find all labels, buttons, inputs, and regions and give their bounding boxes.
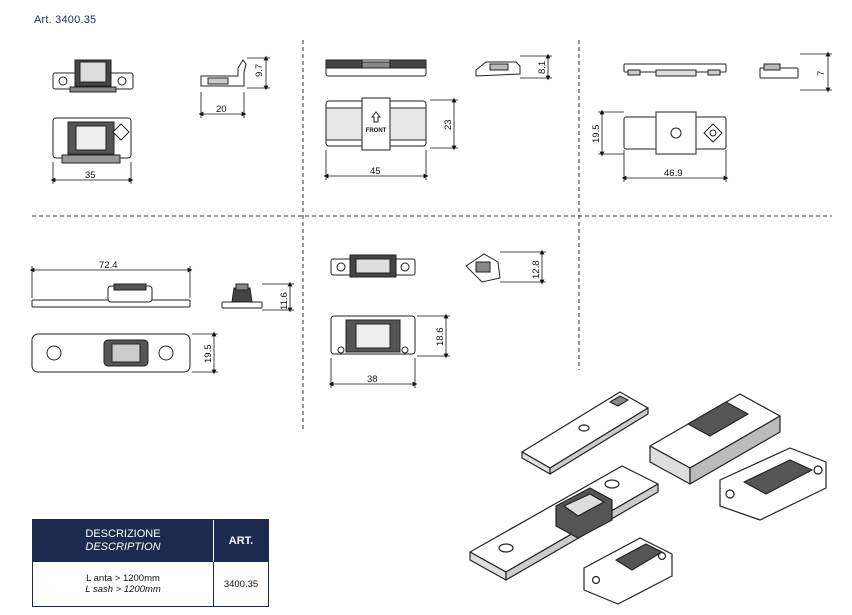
dim-p3-depth: 19.5 <box>591 125 602 144</box>
dim-p2-height: 8.1 <box>537 61 548 74</box>
header-description: DESCRIZIONE DESCRIPTION <box>33 520 214 562</box>
part-3-front-view <box>623 63 727 77</box>
part-4-top-view <box>31 333 191 373</box>
dim-p4-height: 11.6 <box>279 292 290 310</box>
dim-p5-height: 12.8 <box>531 261 542 280</box>
dim-p3-height: 7 <box>816 71 827 76</box>
part-1-top-view <box>52 117 132 164</box>
isometric-assembly-view <box>469 391 827 605</box>
row-description-it: L anta > 1200mm <box>86 573 160 584</box>
part-1-side-view <box>200 59 247 87</box>
header-description-en: DESCRIPTION <box>85 541 161 553</box>
dim-p3-width: 46.9 <box>664 168 683 179</box>
dim-p1-height: 9.7 <box>254 64 265 77</box>
article-title: Art. 3400.35 <box>34 14 97 26</box>
part-4-dims <box>29 266 294 375</box>
part-1-dims <box>50 55 270 184</box>
dim-p1-width: 35 <box>85 170 96 181</box>
part-2-front-view <box>325 59 427 77</box>
dim-p2-depth: 23 <box>443 119 454 130</box>
panel-dividers <box>32 40 832 432</box>
part-4-side-view <box>31 283 191 308</box>
part-5-side-view <box>465 253 501 283</box>
dim-p4-depth: 19.5 <box>203 345 214 364</box>
dim-p4-length: 72.4 <box>99 260 118 271</box>
part-2-top-view <box>325 97 427 151</box>
part-4-end-view <box>221 283 263 309</box>
part-3-side-view <box>759 63 799 79</box>
part-2-side-view <box>475 61 521 77</box>
row-art: 3400.35 <box>223 578 259 590</box>
description-table: DESCRIZIONE DESCRIPTION ART. L anta > 12… <box>32 519 269 607</box>
part-5-top-view <box>330 315 416 355</box>
part-2-dims <box>323 53 552 180</box>
front-label: FRONT <box>366 128 387 134</box>
row-description-en: L sash > 1200mm <box>85 584 161 595</box>
part-3-top-view <box>623 111 727 155</box>
header-description-it: DESCRIZIONE <box>85 528 161 540</box>
part-5-front-view <box>330 254 416 278</box>
table-header: DESCRIZIONE DESCRIPTION ART. <box>33 520 268 562</box>
part-1-front-view <box>52 59 134 93</box>
dim-p5-depth: 18.6 <box>435 328 446 347</box>
dim-p5-width: 38 <box>367 374 378 385</box>
table-row: L anta > 1200mm L sash > 1200mm 3400.35 <box>33 562 268 606</box>
header-art: ART. <box>228 535 254 547</box>
row-description: L anta > 1200mm L sash > 1200mm <box>33 562 214 606</box>
dim-p1-depth: 20 <box>216 104 227 115</box>
dim-p2-width: 45 <box>370 166 381 177</box>
part-5-dims <box>328 249 546 388</box>
part-3-dims <box>598 51 832 182</box>
